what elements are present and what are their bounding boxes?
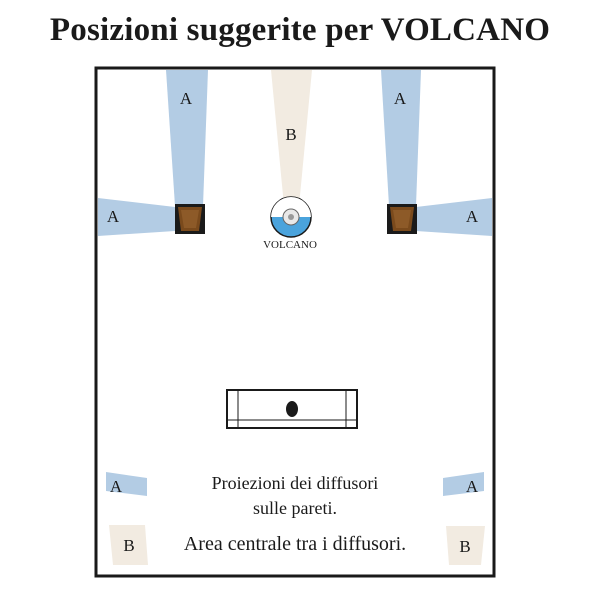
legend-swatch-a-left [106, 472, 147, 496]
legend-projection-line2: sulle pareti. [253, 498, 337, 518]
legend-label-b-right: B [459, 537, 470, 556]
legend-swatch-b-left [109, 525, 148, 565]
zone-a-left [98, 198, 175, 236]
legend-label-a-right: A [466, 477, 479, 496]
label-a-top-right: A [394, 89, 407, 108]
zone-a-top-right [381, 70, 421, 206]
label-a-top-left: A [180, 89, 193, 108]
label-a-left: A [107, 207, 120, 226]
subwoofer-icon [270, 196, 312, 238]
zone-b-top [271, 70, 312, 206]
diagram-title: Posizioni suggerite per VOLCANO [49, 12, 551, 48]
speaker-right [387, 204, 417, 234]
legend-swatch-a-right [443, 472, 484, 496]
room-outline [94, 66, 496, 578]
zone-a-top-left [166, 70, 208, 206]
label-a-right: A [466, 207, 479, 226]
sofa-icon [226, 389, 358, 429]
legend-projection-line1: Proiezioni dei diffusori [212, 473, 379, 493]
zone-a-right [416, 198, 492, 236]
label-b-top: B [285, 125, 296, 144]
legend-swatch-b-right [446, 526, 485, 565]
subwoofer-label: VOLCANO [263, 239, 317, 251]
legend-label-b-left: B [123, 536, 134, 555]
speaker-left [175, 204, 205, 234]
legend-center-text: Area centrale tra i diffusori. [184, 533, 406, 555]
legend-label-a-left: A [110, 477, 123, 496]
